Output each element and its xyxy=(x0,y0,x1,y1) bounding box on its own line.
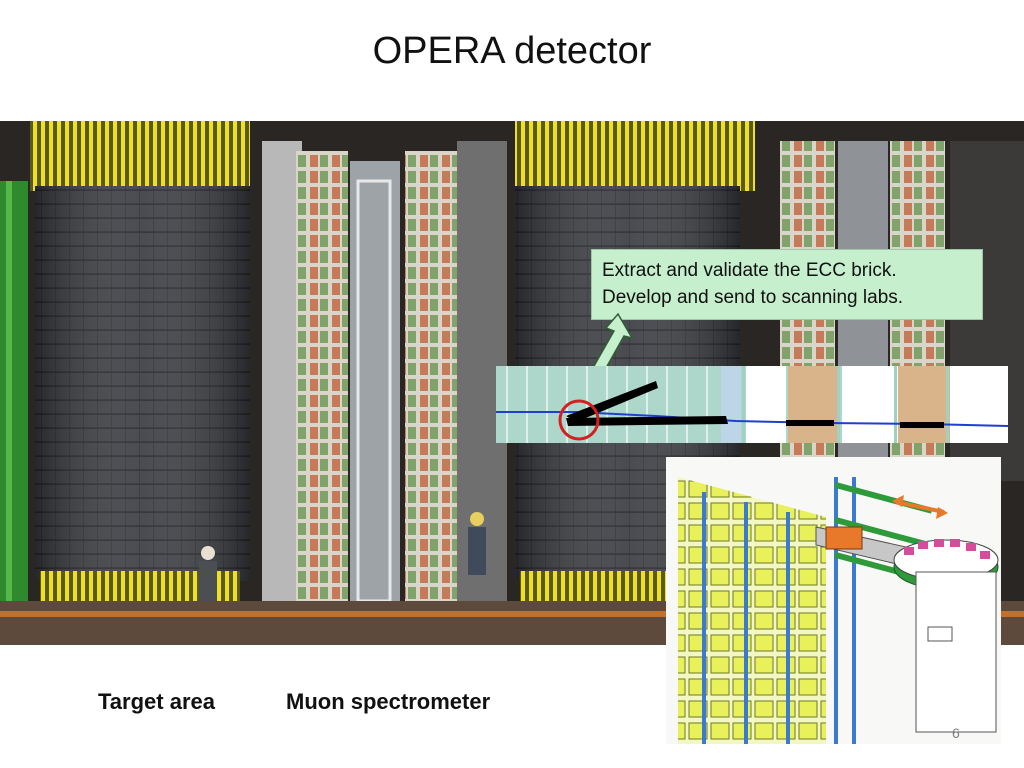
slide-page-number: 6 xyxy=(952,725,960,741)
callout-box: Extract and validate the ECC brick. Deve… xyxy=(591,249,983,320)
slide-title: OPERA detector xyxy=(372,30,652,72)
callout-line-1: Extract and validate the ECC brick. xyxy=(602,260,897,281)
caption-target-area: Target area xyxy=(98,689,215,714)
brick-manipulator-diagram xyxy=(666,457,1001,744)
caption-muon-spectrometer: Muon spectrometer xyxy=(286,689,491,714)
event-track-display xyxy=(496,366,1008,443)
callout-line-2: Develop and send to scanning labs. xyxy=(602,287,904,308)
